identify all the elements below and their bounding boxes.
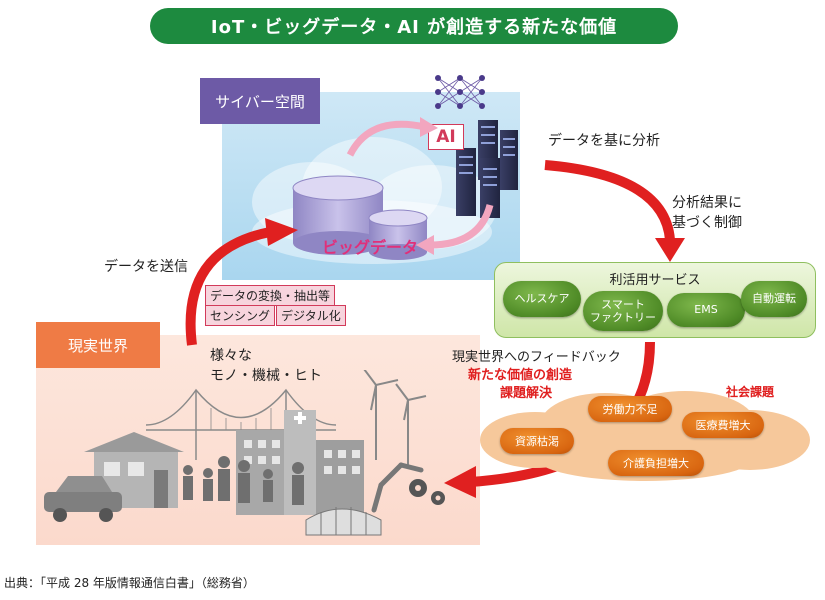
house-icon [84, 432, 184, 508]
send-data-label: データを送信 [104, 259, 188, 275]
control-label-1: 分析結果に [672, 195, 742, 211]
tag-sensing: センシング [205, 305, 276, 326]
issue-medical-costs-label: 医療費増大 [695, 419, 751, 432]
issue-labor-shortage: 労働力不足 [588, 396, 672, 422]
things-label-2: モノ・機械・ヒト [210, 368, 322, 384]
analyze-label: データを基に分析 [548, 133, 660, 149]
issue-labor-shortage-label: 労働力不足 [602, 403, 658, 416]
new-value-label: 新たな価値の創造 [468, 368, 573, 383]
ai-label: AI [436, 127, 456, 147]
source-citation: 出典：「平成 28 年版情報通信白書」（総務省） [4, 576, 255, 590]
services-box: 利活用サービス ヘルスケア スマート ファクトリー EMS 自動運転 [494, 262, 816, 338]
services-title: 利活用サービス [609, 273, 701, 288]
control-label-2: 基づく制御 [672, 215, 742, 231]
car-icon [44, 476, 122, 522]
service-smart-factory-label: スマート ファクトリー [590, 297, 656, 324]
problem-solving-label: 課題解決 [500, 386, 553, 401]
service-healthcare: ヘルスケア [503, 281, 581, 317]
robot-arm-icon [371, 462, 424, 513]
title-banner: IoT・ビッグデータ・AI が創造する新たな価値 [150, 8, 678, 44]
cyber-space-label: サイバー空間 [215, 92, 305, 111]
bigdata-label: ビッグデータ [322, 238, 419, 257]
issue-resource-depletion-label: 資源枯渇 [515, 435, 559, 448]
cycle-arrows [346, 117, 494, 255]
server-icon [456, 120, 518, 218]
real-world-tab: 現実世界 [36, 322, 160, 368]
database-icon [292, 175, 428, 260]
people-icon [183, 456, 304, 505]
feedback-label: 現実世界へのフィードバック [452, 350, 621, 365]
greenhouse-icon [305, 507, 382, 536]
real-world-label: 現実世界 [67, 336, 128, 355]
issue-medical-costs: 医療費増大 [682, 412, 764, 438]
service-autonomous-driving-label: 自動運転 [752, 292, 796, 306]
service-healthcare-label: ヘルスケア [514, 292, 570, 306]
wind-turbine-icon [363, 370, 427, 465]
issue-resource-depletion: 資源枯渇 [500, 428, 574, 454]
things-label-1: 様々な [210, 348, 252, 364]
issue-care-burden-label: 介護負担増大 [623, 457, 689, 470]
gear-icon [409, 479, 445, 505]
social-issues-title: 社会課題 [726, 385, 775, 399]
neural-network-icon [435, 75, 485, 109]
service-smart-factory: スマート ファクトリー [583, 291, 663, 331]
issue-care-burden: 介護負担増大 [608, 450, 704, 476]
service-ems-label: EMS [694, 303, 718, 317]
cyber-space-tab: サイバー空間 [200, 78, 320, 124]
page-title: IoT・ビッグデータ・AI が創造する新たな価値 [210, 17, 618, 38]
tag-digitalization: デジタル化 [276, 305, 346, 326]
real-world-illustration [44, 370, 445, 536]
service-autonomous-driving: 自動運転 [741, 281, 807, 317]
service-ems: EMS [667, 293, 745, 327]
